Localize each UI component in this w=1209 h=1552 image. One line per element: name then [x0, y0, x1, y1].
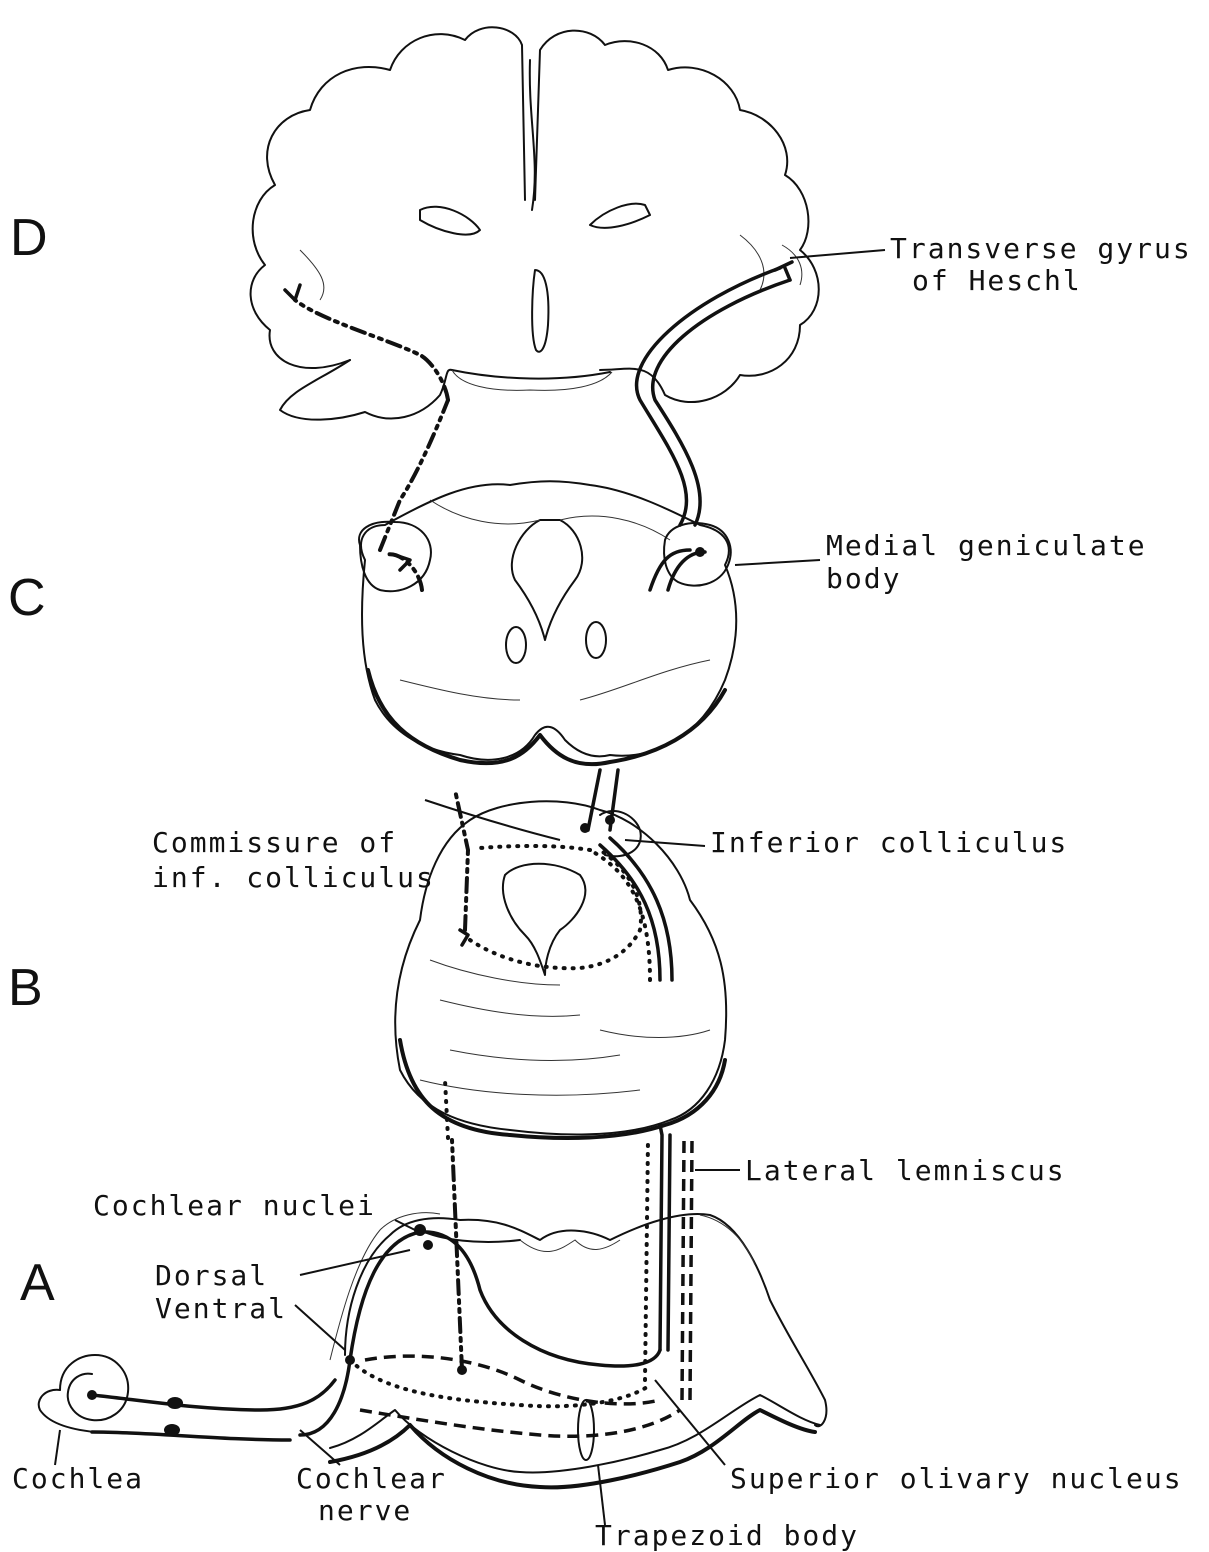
label-heschl-1: Transverse gyrus [890, 232, 1192, 265]
level-c-letter: C [8, 569, 46, 627]
label-cochlea: Cochlea [12, 1462, 144, 1495]
cerebrum-section [251, 27, 819, 419]
label-dorsal: Dorsal [155, 1259, 268, 1292]
cochlea-and-nerve [39, 1355, 335, 1440]
label-cochlear-nerve-1: Cochlear [296, 1462, 447, 1495]
label-mgb-1: Medial geniculate [826, 529, 1147, 562]
level-b-letter: B [8, 959, 43, 1017]
label-ventral: Ventral [155, 1292, 287, 1325]
pons-section [395, 801, 726, 1138]
medulla-section [300, 1213, 826, 1488]
label-cochlear-nuclei: Cochlear nuclei [93, 1189, 376, 1222]
label-trapezoid-body: Trapezoid body [595, 1519, 859, 1552]
label-lateral-lemniscus: Lateral lemniscus [745, 1154, 1066, 1187]
label-mgb-2: body [826, 562, 901, 595]
label-inferior-colliculus: Inferior colliculus [710, 826, 1068, 859]
label-commissure-2: inf. colliculus [152, 861, 435, 894]
label-cochlear-nerve-2: nerve [318, 1494, 412, 1527]
label-superior-olivary: Superior olivary nucleus [730, 1462, 1183, 1495]
label-commissure-1: Commissure of [152, 826, 397, 859]
level-d-letter: D [10, 209, 48, 267]
label-heschl-2: of Heschl [912, 264, 1082, 297]
level-a-letter: A [20, 1254, 55, 1312]
